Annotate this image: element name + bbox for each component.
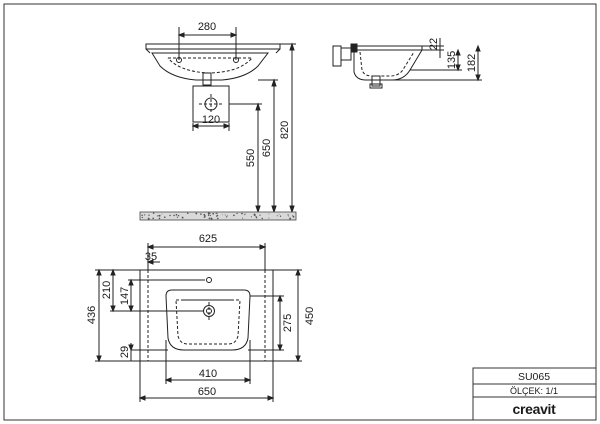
- dim-450: 450: [304, 307, 316, 325]
- dim-650-width: 650: [198, 386, 216, 398]
- side-view: [332, 38, 482, 89]
- front-elevation-view: [145, 27, 296, 214]
- plan-view: [95, 243, 302, 402]
- dim-22: 22: [428, 38, 440, 50]
- dim-436: 436: [86, 306, 98, 324]
- title-block-model: SU065: [518, 371, 550, 383]
- dim-625: 625: [199, 233, 217, 245]
- sheet-border: [3, 3, 597, 421]
- title-block: [472, 367, 597, 421]
- title-block-scale: ÖLÇEK: 1/1: [510, 386, 558, 396]
- dim-135: 135: [446, 51, 458, 69]
- dim-147: 147: [119, 287, 131, 305]
- dim-35: 35: [145, 251, 157, 263]
- dim-650-height: 650: [261, 139, 273, 157]
- dim-275: 275: [282, 314, 294, 332]
- dim-550: 550: [245, 149, 257, 167]
- dim-820: 820: [279, 121, 291, 139]
- dim-210: 210: [101, 281, 113, 299]
- dim-29: 29: [119, 346, 131, 358]
- dim-182: 182: [466, 54, 478, 72]
- dim-280: 280: [198, 21, 216, 33]
- floor-hatch: [139, 211, 297, 221]
- dim-410: 410: [199, 368, 217, 380]
- dim-120: 120: [202, 114, 220, 126]
- brand-logo: creavit: [512, 401, 556, 417]
